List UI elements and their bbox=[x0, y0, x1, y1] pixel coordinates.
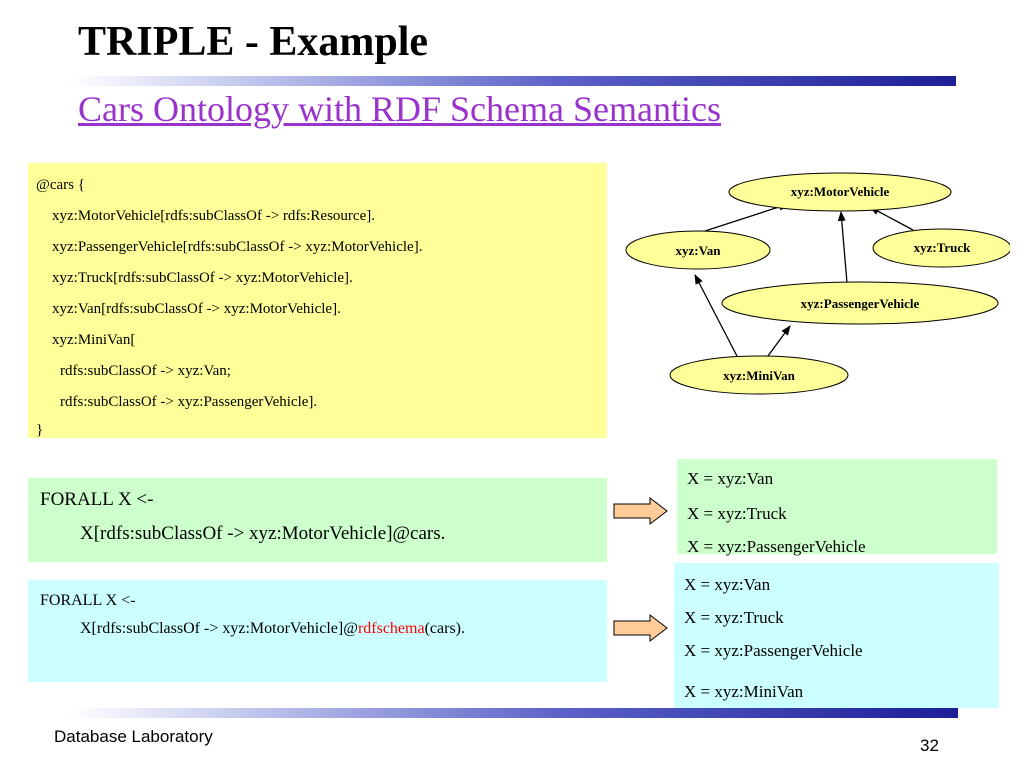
footer-label: Database Laboratory bbox=[54, 727, 213, 746]
query-text: (cars). bbox=[424, 620, 465, 637]
query-text: X[rdfs:subClassOf -> xyz:MotorVehicle]@ bbox=[80, 620, 358, 637]
query-cars-box: FORALL X <- X[rdfs:subClassOf -> xyz:Mot… bbox=[28, 478, 607, 562]
slide-title: TRIPLE - Example bbox=[78, 19, 429, 65]
query-rdfschema-box: FORALL X <- X[rdfs:subClassOf -> xyz:Mot… bbox=[28, 580, 607, 682]
result-rdfschema-box: X = xyz:Van X = xyz:Truck X = xyz:Passen… bbox=[674, 563, 999, 708]
result-item: X = xyz:Truck bbox=[684, 608, 784, 627]
code-line: @cars { bbox=[36, 177, 85, 193]
code-line: xyz:PassengerVehicle[rdfs:subClassOf -> … bbox=[52, 239, 423, 255]
edge-truck-motor bbox=[869, 206, 914, 231]
class-hierarchy-graph: xyz:MotorVehicle xyz:Van xyz:Truck xyz:P… bbox=[625, 172, 1010, 395]
page-number: 32 bbox=[920, 736, 939, 755]
code-line: rdfs:subClassOf -> xyz:PassengerVehicle]… bbox=[60, 394, 318, 410]
result-item: X = xyz:PassengerVehicle bbox=[687, 537, 866, 556]
code-line: rdfs:subClassOf -> xyz:Van; bbox=[60, 363, 231, 379]
rdfschema-highlight: rdfschema bbox=[357, 620, 425, 637]
node-van: xyz:Van bbox=[625, 230, 771, 270]
result-item: X = xyz:Van bbox=[684, 575, 771, 594]
code-line: xyz:MiniVan[ bbox=[52, 332, 136, 348]
result-item: X = xyz:MiniVan bbox=[684, 682, 804, 701]
code-line: xyz:Truck[rdfs:subClassOf -> xyz:MotorVe… bbox=[52, 270, 353, 286]
node-truck: xyz:Truck bbox=[872, 228, 1010, 268]
title-divider bbox=[68, 76, 956, 86]
node-passenger-vehicle: xyz:PassengerVehicle bbox=[721, 281, 999, 325]
node-label: xyz:MiniVan bbox=[723, 368, 796, 383]
result-arrow-icon bbox=[613, 613, 668, 643]
slide-subtitle: Cars Ontology with RDF Schema Semantics bbox=[78, 89, 721, 129]
node-minivan: xyz:MiniVan bbox=[669, 355, 849, 395]
code-line: xyz:Van[rdfs:subClassOf -> xyz:MotorVehi… bbox=[52, 301, 341, 317]
edge-van-motor bbox=[704, 202, 789, 232]
result-item: X = xyz:PassengerVehicle bbox=[684, 641, 863, 660]
result-item: X = xyz:Van bbox=[687, 469, 774, 488]
query-line: FORALL X <- bbox=[40, 592, 136, 609]
edge-minivan-passenger bbox=[764, 325, 791, 361]
code-block: @cars { xyz:MotorVehicle[rdfs:subClassOf… bbox=[28, 163, 607, 438]
query-line: X[rdfs:subClassOf -> xyz:MotorVehicle]@r… bbox=[80, 618, 465, 640]
result-arrow-icon bbox=[613, 496, 668, 526]
result-cars-box: X = xyz:Van X = xyz:Truck X = xyz:Passen… bbox=[677, 459, 997, 556]
node-label: xyz:PassengerVehicle bbox=[801, 296, 920, 311]
edge-passenger-motor bbox=[837, 211, 848, 284]
node-label: xyz:Truck bbox=[914, 240, 972, 255]
footer-divider bbox=[68, 708, 958, 718]
code-line: xyz:MotorVehicle[rdfs:subClassOf -> rdfs… bbox=[52, 208, 375, 224]
node-motor-vehicle: xyz:MotorVehicle bbox=[728, 172, 952, 212]
code-line: } bbox=[36, 422, 44, 438]
query-line: FORALL X <- bbox=[40, 489, 154, 510]
query-line: X[rdfs:subClassOf -> xyz:MotorVehicle]@c… bbox=[80, 523, 446, 544]
node-label: xyz:Van bbox=[675, 243, 721, 258]
edge-minivan-van bbox=[694, 274, 739, 359]
node-label: xyz:MotorVehicle bbox=[791, 184, 890, 199]
result-item: X = xyz:Truck bbox=[687, 504, 787, 523]
